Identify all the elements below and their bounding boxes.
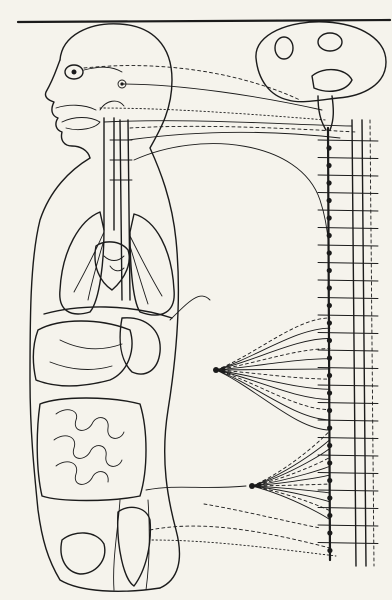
tongue (62, 118, 100, 130)
celiac-fiber (216, 318, 330, 370)
chain-ganglion (327, 443, 332, 448)
nerve-cranial-3 (100, 108, 326, 120)
chain-ganglion (326, 180, 331, 185)
chain-ganglion (327, 478, 332, 483)
esophagus-left (120, 120, 122, 300)
celiac-fiber (216, 359, 330, 370)
brain (256, 22, 386, 130)
nerve-cranial-1 (84, 66, 300, 100)
spinal-segment-line (318, 280, 378, 281)
nerve-cranial-4 (104, 121, 352, 126)
chain-ganglion (327, 320, 332, 325)
hypogastric-fiber (252, 439, 330, 486)
spinal-segment-line (318, 438, 378, 439)
spinal-segment-line (318, 350, 378, 351)
cerebellum (312, 70, 352, 92)
spinal-segment-line (318, 508, 378, 509)
bladder (61, 533, 105, 574)
eye-ganglion-dot (72, 70, 77, 75)
liver-detail (50, 340, 122, 369)
spinal-cord-right (362, 120, 366, 566)
chain-ganglion (327, 355, 332, 360)
chain-ganglion (327, 215, 332, 220)
right-lung (130, 214, 174, 315)
optic-nerve (84, 67, 122, 72)
liver (33, 321, 132, 386)
spinal-segment-line (318, 298, 378, 299)
small-intestine-loops (54, 410, 124, 485)
pelvic-nerve-3 (204, 504, 320, 528)
spinal-segment-line (318, 210, 378, 211)
chain-ganglion (327, 285, 332, 290)
spinal-segment-line (318, 158, 378, 159)
celiac-fiber (216, 369, 330, 370)
chain-ganglion (327, 390, 332, 395)
spinal-segment-line (318, 245, 378, 246)
nerve-cranial-5 (130, 126, 356, 132)
spinal-segment-line (318, 490, 378, 491)
celiac-fiber (216, 370, 330, 420)
chain-ganglion (327, 198, 332, 203)
celiac-fiber (216, 370, 330, 399)
head-details (56, 65, 126, 130)
chain-ganglion (327, 303, 332, 308)
chain-ganglion (327, 373, 332, 378)
spinal-cord-left (352, 120, 356, 566)
spinal-segment-line (318, 543, 378, 544)
chain-ganglion (327, 548, 332, 553)
spinal-nerve-roots (370, 120, 374, 566)
spinal-segment-line (318, 385, 378, 386)
cardiac-nerve-arc (134, 144, 329, 290)
spinal-segment-line (318, 403, 378, 404)
cranial-nerve-pathways (84, 66, 356, 140)
face-profile (45, 60, 90, 158)
top-border-line (18, 20, 390, 22)
spinal-segment-line (318, 455, 378, 456)
celiac-plexus (213, 318, 330, 430)
diaphragm (44, 307, 172, 318)
chain-ganglion (327, 530, 332, 535)
rectum (118, 507, 151, 586)
spinal-segment-line (318, 473, 378, 474)
neck-tubes (104, 118, 132, 300)
pelvic-nerve-4 (146, 486, 246, 490)
chain-ganglion (327, 513, 332, 518)
spinal-segment-line (318, 368, 378, 369)
chain-ganglion (327, 460, 332, 465)
brain-ventricle-left (275, 37, 293, 59)
hypogastric-plexus (249, 430, 330, 520)
spinal-segment-line (318, 315, 378, 316)
spinal-segment-line (318, 193, 378, 194)
stomach (120, 318, 160, 374)
nerve-vagus (128, 132, 340, 140)
spinal-segment-line (318, 175, 378, 176)
nasal-cavity (56, 105, 96, 110)
lungs (60, 212, 174, 315)
spinal-segment-line (318, 263, 378, 264)
spinal-segment-line (318, 333, 378, 334)
spinal-column (328, 120, 374, 566)
chain-ganglion (327, 408, 332, 413)
chain-ganglion (326, 163, 331, 168)
splanchnic-branch (170, 296, 210, 320)
chain-ganglion (327, 495, 332, 500)
brain-ventricle-right (318, 33, 342, 51)
chain-ganglion (326, 145, 331, 150)
celiac-fiber (216, 370, 330, 410)
pharynx (100, 101, 124, 110)
nerve-cranial-2 (122, 84, 322, 110)
celiac-fiber (216, 338, 330, 370)
spinal-segment-line (318, 525, 378, 526)
esophagus-right (128, 120, 130, 300)
intestines (37, 398, 146, 501)
